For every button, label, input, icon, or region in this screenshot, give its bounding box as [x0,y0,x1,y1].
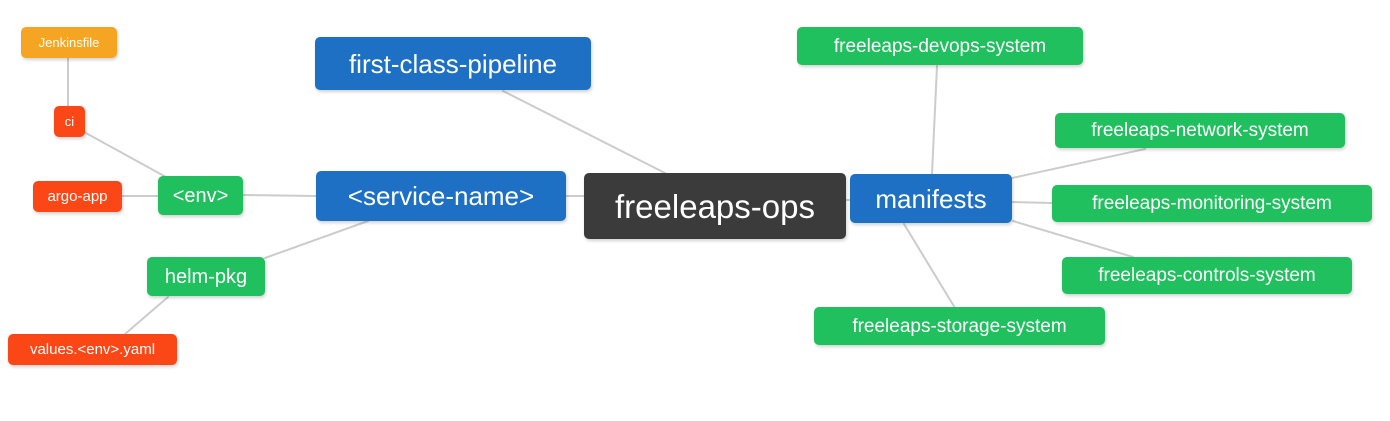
edge-env-service-name [242,194,317,197]
edge-service-name-helm-pkg [264,220,369,259]
edge-helm-pkg-values-env-yaml [124,296,169,335]
node-values-env-yaml[interactable]: values.<env>.yaml [8,334,177,365]
node-helm-pkg[interactable]: helm-pkg [147,257,265,296]
edge-manifests-devops-system [931,65,938,175]
edge-first-class-pipeline-freeleaps-ops [502,90,666,174]
node-argo-app[interactable]: argo-app [33,181,122,212]
edge-ci-env [83,131,167,178]
node-devops-system[interactable]: freeleaps-devops-system [797,27,1083,65]
node-controls-system[interactable]: freeleaps-controls-system [1062,257,1352,294]
node-jenkinsfile[interactable]: Jenkinsfile [21,27,117,58]
node-manifests[interactable]: manifests [850,174,1012,223]
node-first-class-pipeline[interactable]: first-class-pipeline [315,37,591,90]
edge-manifests-storage-system [903,223,956,309]
edge-manifests-controls-system [1012,220,1134,258]
node-network-system[interactable]: freeleaps-network-system [1055,113,1345,148]
node-freeleaps-ops[interactable]: freeleaps-ops [584,173,846,239]
edge-manifests-network-system [1011,148,1146,179]
edge-manifests-monitoring-system [1011,201,1053,204]
node-monitoring-system[interactable]: freeleaps-monitoring-system [1052,185,1372,222]
node-service-name[interactable]: <service-name> [316,171,566,221]
node-storage-system[interactable]: freeleaps-storage-system [814,307,1105,345]
node-env[interactable]: <env> [158,176,243,215]
node-ci[interactable]: ci [54,106,85,137]
